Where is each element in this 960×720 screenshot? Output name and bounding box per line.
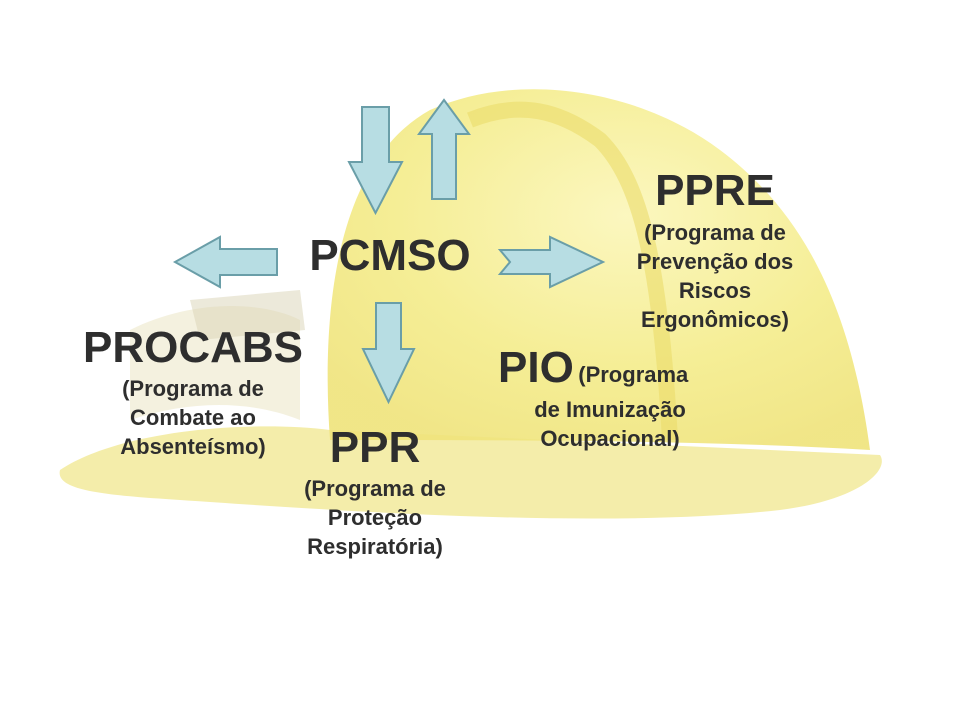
pio-acronym: PIO [498, 343, 574, 392]
procabs-desc-line: Absenteísmo) [120, 434, 266, 459]
procabs-acronym: PROCABS [82, 323, 304, 372]
arrow-left-to-procabs [172, 235, 278, 289]
ppr-description: (Programa de Proteção Respiratória) [265, 474, 485, 561]
procabs-desc-line: (Programa de [122, 376, 264, 401]
procabs-desc-line: Combate ao [130, 405, 256, 430]
arrow-right-to-ppre [497, 235, 606, 289]
ppre-description: (Programa de Prevenção dos Riscos Ergonô… [600, 218, 830, 334]
arrow-up-from-pcmso [417, 98, 471, 200]
ppre-desc-line: Riscos [678, 278, 752, 303]
procabs-description: (Programa de Combate ao Absenteísmo) [83, 374, 303, 461]
pio-description: de Imunização Ocupacional) [500, 395, 720, 453]
ppr-desc-line: Respiratória) [307, 534, 443, 559]
ppr-desc-line: (Programa de [304, 476, 446, 501]
pio-desc-line: Ocupacional) [540, 426, 680, 451]
ppre-desc-line: Ergonômicos) [641, 307, 789, 332]
pio-desc-line: de Imunização [534, 397, 686, 422]
pio-desc-inline: (Programa [578, 362, 689, 387]
ppr-acronym: PPR [329, 423, 421, 472]
arrow-down-to-ppr [361, 302, 416, 405]
pio-heading: PIO (Programa [498, 344, 758, 392]
ppr-desc-line: Proteção [327, 505, 423, 530]
ppre-acronym: PPRE [655, 166, 775, 215]
pcmso-label: PCMSO [309, 231, 471, 280]
ppre-desc-line: Prevenção dos [636, 249, 794, 274]
ppre-desc-line: (Programa de [644, 220, 786, 245]
arrow-down-to-pcmso [347, 106, 404, 216]
